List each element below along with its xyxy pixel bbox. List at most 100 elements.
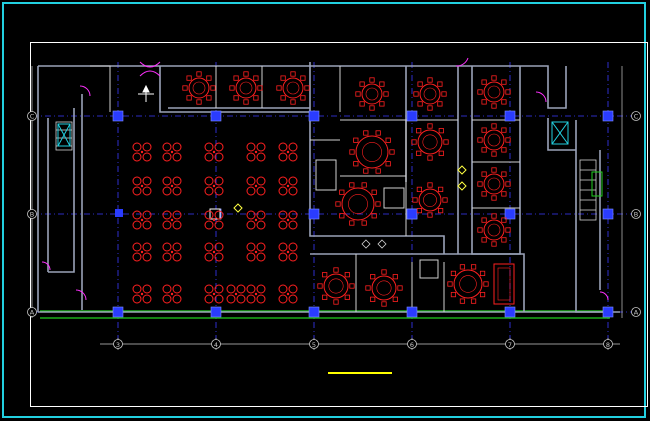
axis-bubble-B: B — [27, 209, 37, 219]
round-table — [477, 167, 511, 201]
round-table — [411, 123, 449, 161]
sofa-cushion — [497, 267, 511, 301]
axis-bubble-6: 6 — [407, 339, 417, 349]
column — [112, 306, 124, 318]
annotation-marker — [233, 203, 243, 213]
axis-bubble-5: 5 — [309, 339, 319, 349]
svg-text:8: 8 — [606, 341, 610, 349]
drawing-frame — [2, 2, 646, 418]
banquet-seat — [162, 210, 182, 230]
annotation-markers — [233, 165, 467, 249]
column — [602, 110, 614, 122]
banquet-seat — [132, 210, 152, 230]
axis-bubble-B: B — [631, 209, 641, 219]
round-table — [349, 130, 395, 174]
column — [210, 306, 222, 318]
column — [115, 209, 123, 217]
svg-text:B: B — [30, 211, 34, 219]
axis-bubble-7: 7 — [505, 339, 515, 349]
round-table — [413, 77, 447, 111]
banquet-seat — [278, 210, 298, 230]
banquet-seat — [204, 242, 224, 262]
grid-axis-lines — [32, 62, 632, 340]
banquet-seat — [132, 142, 152, 162]
annotation-marker — [457, 181, 467, 191]
svg-text:4: 4 — [214, 341, 218, 349]
exterior-walls — [37, 62, 620, 313]
column — [308, 110, 320, 122]
round-table — [229, 71, 263, 105]
axis-bubble-C: C — [27, 111, 37, 121]
round-table — [365, 269, 403, 307]
annotation-marker — [457, 165, 467, 175]
column — [406, 306, 418, 318]
svg-text:5: 5 — [312, 341, 316, 349]
column — [602, 306, 614, 318]
annotation-marker — [377, 239, 387, 249]
banquet-seat — [162, 284, 182, 304]
banquet-seat — [162, 176, 182, 196]
banquet-seat — [132, 176, 152, 196]
axis-bubble-3: 3 — [113, 339, 123, 349]
axis-bubble-A: A — [27, 307, 37, 317]
banquet-seat — [204, 142, 224, 162]
sofa — [493, 263, 515, 305]
north-arrow-icon — [138, 84, 154, 102]
svg-text:C: C — [30, 113, 35, 121]
round-table — [355, 77, 389, 111]
svg-text:B: B — [634, 211, 638, 219]
banquet-seat — [226, 284, 246, 304]
banquet-seat — [162, 242, 182, 262]
svg-text:7: 7 — [508, 341, 512, 349]
axis-labels: 3 4 5 6 7 8 C C B B A A — [27, 111, 641, 349]
elevator-icon — [57, 121, 603, 197]
banquet-seat — [246, 210, 266, 230]
banquet-seat-icon — [132, 142, 298, 304]
column — [406, 208, 418, 220]
round-table-icon — [182, 71, 515, 307]
banquet-seat — [246, 242, 266, 262]
svg-text:6: 6 — [410, 341, 414, 349]
banquet-seat — [132, 284, 152, 304]
column — [112, 110, 124, 122]
banquet-seat — [204, 210, 224, 230]
axis-bubble-A: A — [631, 307, 641, 317]
banquet-seat — [204, 284, 224, 304]
banquet-seat — [162, 142, 182, 162]
banquet-seat — [246, 142, 266, 162]
column — [602, 208, 614, 220]
axis-bubble-4: 4 — [211, 339, 221, 349]
round-table — [317, 267, 355, 305]
round-table — [276, 71, 310, 105]
svg-text:C: C — [634, 113, 639, 121]
column — [308, 306, 320, 318]
round-table — [477, 213, 511, 247]
banquet-seat — [278, 284, 298, 304]
banquet-seat — [246, 284, 266, 304]
axis-bubble-8: 8 — [603, 339, 613, 349]
annotation-marker — [361, 239, 371, 249]
column — [504, 110, 516, 122]
axis-bubble-C: C — [631, 111, 641, 121]
round-table — [182, 71, 216, 105]
banquet-seat — [204, 176, 224, 196]
round-table — [477, 123, 511, 157]
column — [210, 110, 222, 122]
door-swing-icon — [41, 57, 609, 301]
interior-partitions — [90, 65, 520, 312]
round-table — [447, 264, 489, 304]
stair-icon — [55, 121, 597, 221]
column — [504, 208, 516, 220]
drawing-inner-border — [30, 42, 648, 407]
svg-text:A: A — [634, 309, 639, 317]
banquet-seat — [132, 242, 152, 262]
banquet-seat — [278, 242, 298, 262]
svg-text:3: 3 — [116, 341, 120, 349]
round-table — [335, 182, 381, 226]
column — [504, 306, 516, 318]
banquet-seat — [278, 176, 298, 196]
column — [308, 208, 320, 220]
round-table — [412, 182, 448, 218]
